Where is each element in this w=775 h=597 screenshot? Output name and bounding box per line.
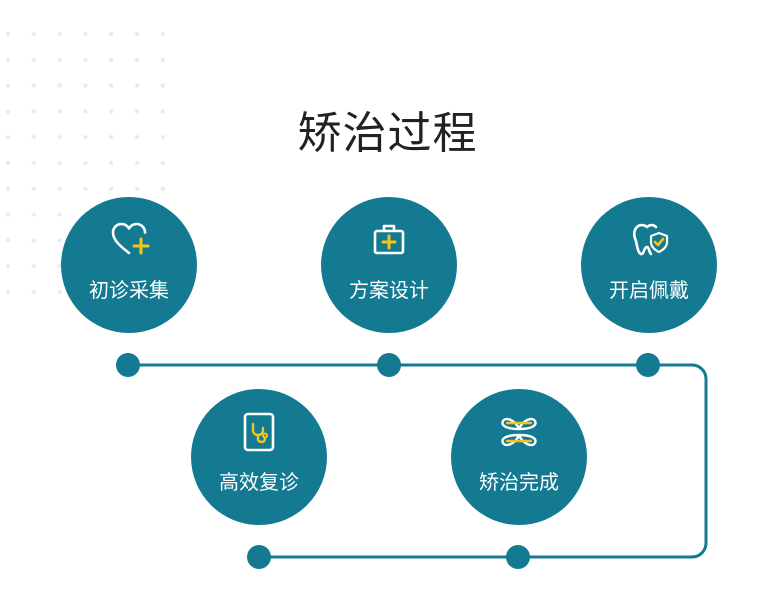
decorative-dot xyxy=(160,186,165,191)
decorative-dot xyxy=(83,31,88,37)
decorative-dot xyxy=(31,289,36,295)
decorative-dot xyxy=(160,109,165,114)
decorative-dot xyxy=(134,57,140,62)
decorative-dot xyxy=(134,186,140,191)
decorative-dot xyxy=(109,135,114,140)
step-label: 矫治完成 xyxy=(479,470,559,494)
timeline-node xyxy=(377,353,401,377)
decorative-dot xyxy=(31,57,36,62)
decorative-dot xyxy=(31,160,36,166)
decorative-dot xyxy=(5,160,11,166)
decorative-dot xyxy=(109,57,114,62)
decorative-dot xyxy=(57,212,62,217)
decorative-dot xyxy=(160,160,165,166)
step-label: 方案设计 xyxy=(349,278,429,302)
decorative-dot xyxy=(57,57,62,62)
step-plan-design: 方案设计 xyxy=(321,197,457,333)
decorative-dot xyxy=(134,83,140,88)
decorative-dot xyxy=(83,83,88,88)
step-start-wearing: 开启佩戴 xyxy=(581,197,717,333)
timeline-node xyxy=(506,545,530,569)
decorative-dot xyxy=(5,57,11,62)
decorative-dot xyxy=(31,186,36,191)
decorative-dot xyxy=(134,109,140,114)
step-treatment-complete: 矫治完成 xyxy=(451,389,587,525)
decorative-dot xyxy=(31,212,36,217)
decorative-dot xyxy=(83,186,88,191)
decorative-dot xyxy=(57,238,62,243)
decorative-dot xyxy=(5,212,11,217)
heart-plus-icon xyxy=(111,222,150,255)
step-label: 初诊采集 xyxy=(89,278,169,302)
decorative-dot xyxy=(57,160,62,166)
decorative-dot xyxy=(31,135,36,140)
decorative-dot xyxy=(83,57,88,62)
decorative-dot xyxy=(160,31,165,37)
decorative-dot xyxy=(5,31,11,37)
decorative-dot xyxy=(57,289,62,295)
teeth-aligner-icon xyxy=(501,417,537,447)
decorative-dot xyxy=(109,83,114,88)
decorative-dot xyxy=(57,83,62,88)
decorative-dot xyxy=(31,83,36,88)
decorative-dot xyxy=(5,289,11,295)
decorative-dot xyxy=(57,31,62,37)
decorative-dot xyxy=(5,83,11,88)
decorative-dot xyxy=(31,238,36,243)
decorative-dot xyxy=(134,31,140,37)
timeline-node xyxy=(116,353,140,377)
step-label: 开启佩戴 xyxy=(609,278,689,302)
decorative-dot xyxy=(31,264,36,269)
decorative-dot xyxy=(109,160,114,166)
decorative-dot xyxy=(134,135,140,140)
decorative-dot xyxy=(83,160,88,166)
decorative-dot xyxy=(57,264,62,269)
decorative-dot xyxy=(160,83,165,88)
step-label: 高效复诊 xyxy=(219,470,299,494)
step-follow-up-visit: 高效复诊 xyxy=(191,389,327,525)
decorative-dot xyxy=(109,31,114,37)
timeline-node xyxy=(247,545,271,569)
page-title: 矫治过程 xyxy=(297,108,478,159)
decorative-dot xyxy=(5,264,11,269)
decorative-dot xyxy=(5,186,11,191)
decorative-dot xyxy=(57,135,62,140)
decorative-dot xyxy=(109,109,114,114)
medical-kit-icon xyxy=(373,224,405,255)
timeline-path xyxy=(128,363,708,559)
decorative-dot xyxy=(160,135,165,140)
decorative-dot xyxy=(83,109,88,114)
decorative-dot xyxy=(5,135,11,140)
tooth-shield-icon xyxy=(632,223,669,256)
decorative-dot xyxy=(5,238,11,243)
decorative-dot xyxy=(134,160,140,166)
stethoscope-card-icon xyxy=(243,412,275,452)
decorative-dot xyxy=(57,109,62,114)
decorative-dot xyxy=(31,31,36,37)
decorative-dot xyxy=(160,57,165,62)
step-initial-collection: 初诊采集 xyxy=(61,197,197,333)
decorative-dot xyxy=(109,186,114,191)
decorative-dot xyxy=(5,109,11,114)
decorative-dot xyxy=(83,135,88,140)
decorative-dot xyxy=(31,109,36,114)
timeline-node xyxy=(636,353,660,377)
decorative-dot xyxy=(57,186,62,191)
